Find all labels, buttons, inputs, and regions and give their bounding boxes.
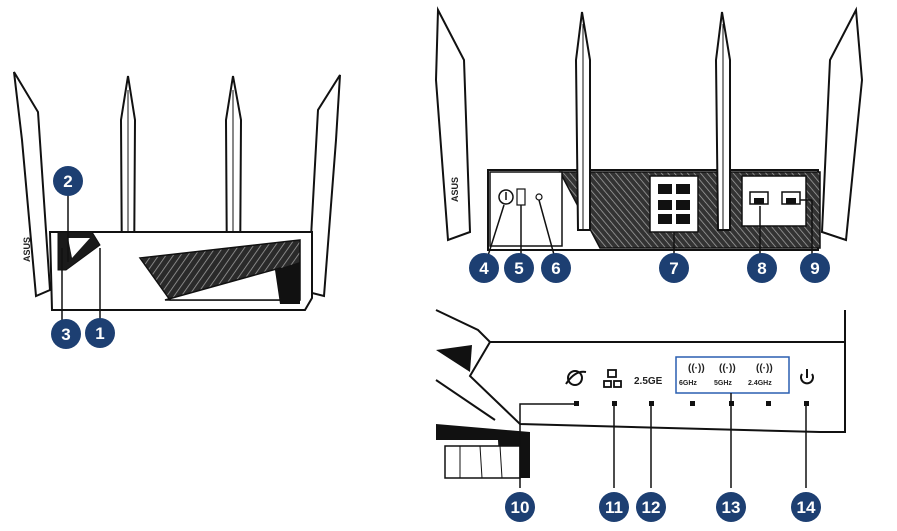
svg-text:13: 13 xyxy=(722,498,741,517)
logo-back: ASUS xyxy=(450,177,460,202)
lan-ports xyxy=(658,184,690,224)
reset-button xyxy=(535,193,543,201)
svg-text:11: 11 xyxy=(605,498,623,517)
callout-5: 5 xyxy=(504,253,534,283)
antenna-back-left xyxy=(434,6,472,242)
svg-text:8: 8 xyxy=(757,259,766,278)
internet-icon xyxy=(565,370,587,386)
svg-text:((·)): ((·)) xyxy=(688,363,705,374)
router-back-view: ASUS xyxy=(434,6,864,263)
callout-14: 14 xyxy=(791,492,821,522)
led-panel-face xyxy=(468,341,846,433)
callout-8: 8 xyxy=(747,253,777,283)
antenna-left-wing xyxy=(13,71,52,298)
callout-1: 1 xyxy=(85,318,115,348)
callout-7: 7 xyxy=(659,253,689,283)
svg-text:6: 6 xyxy=(551,259,560,278)
wifi-6ghz-icon: ((·)) xyxy=(688,363,705,374)
power-icon xyxy=(800,369,814,385)
callout-6: 6 xyxy=(541,253,571,283)
svg-text:10: 10 xyxy=(511,498,530,517)
svg-text:4: 4 xyxy=(479,259,489,278)
svg-text:2: 2 xyxy=(63,172,72,191)
antenna-back-right xyxy=(820,6,864,242)
wifi-24ghz-icon: ((·)) xyxy=(756,363,773,374)
wan-ports xyxy=(749,191,801,205)
led-label-6ghz: 6GHz xyxy=(679,380,697,387)
svg-text:14: 14 xyxy=(797,498,816,517)
callout-9: 9 xyxy=(800,253,830,283)
led-label-5ghz: 5GHz xyxy=(714,380,732,387)
callout-10: 10 xyxy=(505,492,535,522)
svg-text:12: 12 xyxy=(642,498,661,517)
led-panel-view: 2.5GE ((·)) 6GHz ((·)) 5GHz ((·)) 2.4GHz xyxy=(435,309,846,488)
antenna-right-wing xyxy=(306,74,341,298)
led-label-2.5ge: 2.5GE xyxy=(634,376,663,387)
wifi-5ghz-icon: ((·)) xyxy=(719,363,736,374)
svg-text:((·)): ((·)) xyxy=(756,363,773,374)
svg-text:((·)): ((·)) xyxy=(719,363,736,374)
callout-2: 2 xyxy=(53,166,83,196)
svg-text:7: 7 xyxy=(669,259,678,278)
callout-13: 13 xyxy=(716,492,746,522)
power-switch xyxy=(516,188,526,206)
callout-11: 11 xyxy=(599,492,629,522)
logo-front: ASUS xyxy=(22,237,32,262)
svg-text:9: 9 xyxy=(810,259,819,278)
callout-12: 12 xyxy=(636,492,666,522)
led-label-24ghz: 2.4GHz xyxy=(748,380,772,387)
svg-text:5: 5 xyxy=(514,259,523,278)
wifi-group-box xyxy=(675,356,790,394)
router-front-view: ASUS xyxy=(13,71,341,322)
lan-icon xyxy=(603,369,622,388)
callout-4: 4 xyxy=(469,253,499,283)
callouts: 1 2 3 4 5 6 7 8 9 10 11 12 13 14 xyxy=(51,166,830,522)
svg-text:1: 1 xyxy=(95,324,104,343)
callout-3: 3 xyxy=(51,319,81,349)
svg-text:3: 3 xyxy=(61,325,70,344)
